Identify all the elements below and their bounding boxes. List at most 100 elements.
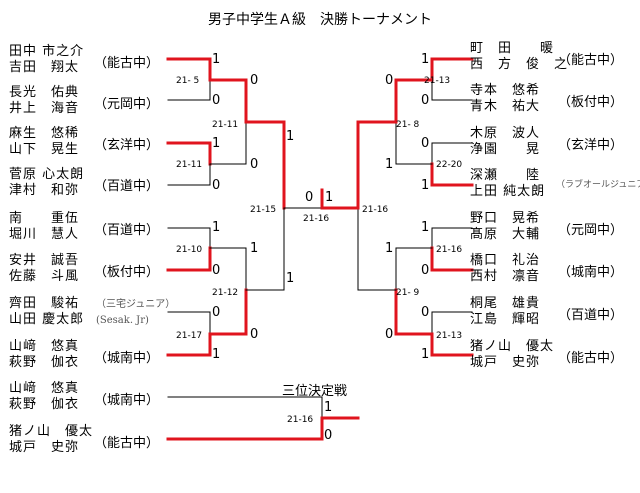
- team-name: （ラブオールジュニア）: [556, 180, 640, 190]
- match-score: 21-10: [176, 245, 203, 255]
- player-name: 南 重伍: [9, 211, 80, 226]
- team-name: （城南中）: [558, 265, 624, 280]
- player-name: 山﨑 悠真: [9, 339, 80, 354]
- team-name: （板付中）: [558, 95, 624, 110]
- match-result: 0: [421, 136, 430, 151]
- match-result: 1: [286, 271, 295, 286]
- player-name: 西 方 俊 之: [470, 57, 569, 72]
- match-result: 0: [250, 327, 259, 342]
- team-name: （玄洋中）: [558, 138, 624, 153]
- match-score: 21-17: [176, 331, 203, 341]
- team-name: （元岡中）: [94, 97, 160, 112]
- match-score: 21-16: [436, 245, 463, 255]
- team-name: （城南中）: [94, 393, 160, 408]
- match-result: 0: [212, 263, 221, 278]
- player-name: 長光 佑典: [9, 85, 80, 100]
- match-result: 1: [212, 52, 221, 67]
- match-score: 21-11: [176, 160, 203, 170]
- match-result: 1: [421, 347, 430, 362]
- match-score: 21-16: [303, 214, 330, 224]
- match-score: 21- 9: [396, 288, 420, 298]
- match-score: 21- 5: [176, 76, 200, 86]
- match-result: 1: [421, 220, 430, 235]
- player-name: 猪ノ山 優太: [9, 424, 94, 439]
- team-name: （能古中）: [94, 436, 160, 451]
- player-name: 山下 晃生: [9, 142, 80, 157]
- match-result: 0: [305, 190, 314, 205]
- team-name: （板付中）: [94, 265, 160, 280]
- team-name: （百道中）: [94, 223, 160, 238]
- team-name: （玄洋中）: [94, 138, 160, 153]
- player-name: 町 田 暖: [470, 41, 555, 56]
- match-result: 1: [250, 241, 259, 256]
- match-result: 0: [385, 327, 394, 342]
- team-name: （能古中）: [558, 351, 624, 366]
- match-result: 1: [421, 52, 430, 67]
- player-name: 江島 輝昭: [470, 312, 541, 327]
- match-result: 0: [421, 263, 430, 278]
- player-name: 髙原 大輔: [470, 227, 541, 242]
- match-result: 1: [325, 190, 334, 205]
- player-name: 猪ノ山 優太: [470, 339, 555, 354]
- match-score: 21-11: [212, 120, 239, 130]
- match-result: 1: [212, 347, 221, 362]
- player-name: 野口 晃希: [470, 211, 541, 226]
- match-result: 0: [421, 93, 430, 108]
- player-name: 青木 祐大: [470, 99, 541, 114]
- player-name: 城戸 史弥: [9, 440, 80, 455]
- player-name: 津村 和弥: [9, 183, 80, 198]
- match-result: 0: [212, 178, 221, 193]
- player-name: 萩野 伽衣: [9, 397, 80, 412]
- match-score: 21-13: [424, 76, 451, 86]
- player-name: 齊田 駿祐: [9, 296, 80, 311]
- player-name: 田中 市之介: [9, 44, 85, 59]
- team-name: （能古中）: [94, 56, 160, 71]
- team-name: （能古中）: [558, 53, 624, 68]
- match-score: 22-20: [436, 160, 463, 170]
- player-name: 深瀬 陸: [470, 168, 541, 183]
- team-name: （城南中）: [94, 351, 160, 366]
- player-name: 橋口 礼治: [470, 253, 541, 268]
- player-name: 城戸 史弥: [470, 355, 541, 370]
- player-name: 寺本 悠希: [470, 83, 541, 98]
- match-result: 1: [324, 400, 333, 415]
- team-name: （元岡中）: [558, 223, 624, 238]
- match-result: 0: [324, 428, 333, 443]
- match-result: 1: [212, 136, 221, 151]
- player-name: 浄園 晃: [470, 142, 541, 157]
- match-result: 0: [385, 73, 394, 88]
- team-name-en: (Sesak. Jr): [96, 315, 149, 326]
- match-score: 21-15: [250, 205, 277, 215]
- team-name: （百道中）: [558, 308, 624, 323]
- match-result: 0: [212, 305, 221, 320]
- match-result: 1: [385, 157, 394, 172]
- player-name: 堀川 慧人: [9, 227, 80, 242]
- player-name: 萩野 伽衣: [9, 355, 80, 370]
- match-result: 0: [212, 93, 221, 108]
- player-name: 山﨑 悠真: [9, 381, 80, 396]
- match-score: 21-12: [212, 288, 239, 298]
- player-name: 西村 凛音: [470, 269, 541, 284]
- match-score: 21-16: [287, 415, 314, 425]
- player-name: 吉田 翔太: [9, 60, 80, 75]
- player-name: 上田 純太朗: [470, 184, 546, 199]
- page-title: 男子中学生Ａ級 決勝トーナメント: [208, 12, 432, 28]
- match-result: 1: [421, 178, 430, 193]
- third-place-label: 三位決定戦: [282, 384, 348, 399]
- team-name: （百道中）: [94, 179, 160, 194]
- match-result: 1: [286, 129, 295, 144]
- player-name: 木原 波人: [470, 126, 541, 141]
- player-name: 麻生 悠稀: [9, 126, 80, 141]
- match-result: 1: [385, 241, 394, 256]
- player-name: 菅原 心太朗: [9, 167, 85, 182]
- player-name: 佐藤 斗風: [9, 269, 80, 284]
- match-result: 0: [250, 157, 259, 172]
- player-name: 山田 慶太郎: [9, 312, 85, 327]
- match-score: 21-16: [362, 205, 389, 215]
- match-result: 1: [212, 220, 221, 235]
- player-name: 安井 誠吾: [9, 253, 80, 268]
- player-name: 桐尾 雄貴: [470, 296, 541, 311]
- match-score: 21-13: [436, 331, 463, 341]
